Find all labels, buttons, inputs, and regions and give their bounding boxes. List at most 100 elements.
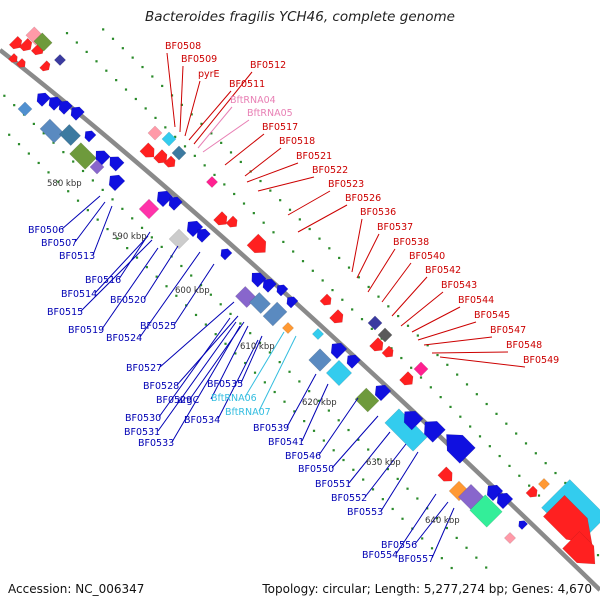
- gene-feature[interactable]: [384, 408, 428, 452]
- gene-label-forward[interactable]: BF0544: [458, 295, 494, 306]
- gene-label-forward[interactable]: BftRNA05: [247, 108, 293, 119]
- gene-label-forward[interactable]: BF0538: [393, 237, 429, 248]
- gene-feature[interactable]: [369, 337, 387, 355]
- gene-feature[interactable]: [139, 142, 158, 161]
- gene-feature[interactable]: [329, 309, 347, 327]
- gene-label-forward[interactable]: pyrE: [198, 69, 220, 80]
- gene-feature[interactable]: [33, 32, 53, 52]
- gene-feature[interactable]: [503, 531, 517, 545]
- gene-label-reverse[interactable]: BF0530: [125, 413, 161, 424]
- gene-label-forward[interactable]: BF0536: [360, 207, 396, 218]
- gene-label-forward[interactable]: BF0517: [262, 122, 298, 133]
- gene-label-reverse[interactable]: BF0525: [140, 321, 176, 332]
- gene-feature[interactable]: [367, 315, 383, 331]
- gene-feature[interactable]: [284, 294, 299, 309]
- gene-label-forward[interactable]: BF0508: [165, 41, 201, 52]
- gene-feature[interactable]: [92, 147, 111, 166]
- gene-feature[interactable]: [419, 416, 446, 443]
- gene-label-reverse[interactable]: BF0554: [362, 550, 398, 561]
- gene-feature[interactable]: [89, 159, 105, 175]
- gene-label-forward[interactable]: BF0522: [312, 165, 348, 176]
- gene-feature[interactable]: [225, 215, 240, 230]
- gene-feature[interactable]: [194, 226, 211, 243]
- gene-label-reverse[interactable]: BF0531: [124, 427, 160, 438]
- gene-feature[interactable]: [246, 233, 271, 258]
- gene-feature[interactable]: [15, 57, 27, 69]
- gene-feature[interactable]: [82, 128, 97, 143]
- gene-feature[interactable]: [138, 198, 160, 220]
- gene-feature[interactable]: [153, 149, 171, 167]
- gene-label-forward[interactable]: BF0542: [425, 265, 461, 276]
- gene-feature[interactable]: [147, 125, 163, 141]
- gene-feature[interactable]: [469, 494, 503, 528]
- gene-feature[interactable]: [281, 321, 295, 335]
- gene-label-reverse[interactable]: BF0515: [47, 307, 83, 318]
- gene-feature[interactable]: [377, 327, 393, 343]
- gene-feature[interactable]: [8, 35, 25, 52]
- gene-feature[interactable]: [439, 427, 476, 464]
- gene-label-forward[interactable]: BftRNA04: [230, 95, 276, 106]
- gene-label-forward[interactable]: BF0512: [250, 60, 286, 71]
- gene-feature[interactable]: [53, 53, 67, 67]
- gene-label-reverse[interactable]: BftRNA06: [211, 393, 257, 404]
- gene-feature[interactable]: [59, 124, 81, 146]
- gene-label-reverse[interactable]: BF0519: [68, 325, 104, 336]
- gene-feature[interactable]: [262, 301, 288, 327]
- gene-feature[interactable]: [516, 518, 529, 531]
- gene-label-reverse[interactable]: BF0534: [184, 415, 220, 426]
- gene-feature[interactable]: [525, 485, 540, 500]
- gene-label-forward[interactable]: BF0523: [328, 179, 364, 190]
- gene-feature[interactable]: [371, 381, 392, 402]
- gene-label-reverse[interactable]: BF0528: [143, 381, 179, 392]
- gene-label-reverse[interactable]: BF0527: [126, 363, 162, 374]
- gene-label-reverse[interactable]: BF0529: [156, 395, 192, 406]
- gene-label-reverse[interactable]: BF0546: [285, 451, 321, 462]
- gene-label-reverse[interactable]: BF0553: [347, 507, 383, 518]
- gene-feature[interactable]: [69, 142, 97, 170]
- gene-feature[interactable]: [493, 489, 514, 510]
- gene-label-reverse[interactable]: BF0551: [315, 479, 351, 490]
- gene-feature[interactable]: [311, 327, 325, 341]
- gene-label-forward[interactable]: BF0526: [345, 193, 381, 204]
- gene-feature[interactable]: [399, 371, 417, 389]
- gene-label-forward[interactable]: BF0548: [506, 340, 542, 351]
- gene-feature[interactable]: [105, 171, 126, 192]
- gene-feature[interactable]: [308, 348, 332, 372]
- gene-feature[interactable]: [381, 345, 396, 360]
- gene-feature[interactable]: [39, 60, 53, 74]
- gene-feature[interactable]: [260, 276, 277, 293]
- gene-label-reverse[interactable]: BF0557: [398, 554, 434, 565]
- gene-feature[interactable]: [153, 187, 174, 208]
- gene-feature[interactable]: [171, 145, 187, 161]
- gene-feature[interactable]: [327, 339, 348, 360]
- gene-feature[interactable]: [205, 175, 219, 189]
- gene-label-reverse[interactable]: BF0514: [61, 289, 97, 300]
- gene-label-reverse[interactable]: BF0539: [253, 423, 289, 434]
- gene-label-forward[interactable]: BF0545: [474, 310, 510, 321]
- gene-label-forward[interactable]: BF0518: [279, 136, 315, 147]
- gene-label-reverse[interactable]: BF0524: [106, 333, 142, 344]
- gene-feature[interactable]: [562, 531, 600, 572]
- gene-label-reverse[interactable]: BF0541: [268, 437, 304, 448]
- gene-feature[interactable]: [39, 118, 65, 144]
- gene-feature[interactable]: [413, 361, 429, 377]
- gene-label-reverse[interactable]: BF0516: [85, 275, 121, 286]
- gene-label-forward[interactable]: BF0521: [296, 151, 332, 162]
- gene-feature[interactable]: [166, 194, 183, 211]
- gene-label-forward[interactable]: BF0549: [523, 355, 559, 366]
- gene-feature[interactable]: [249, 292, 271, 314]
- gene-feature[interactable]: [344, 352, 361, 369]
- gene-label-reverse[interactable]: BF0552: [331, 493, 367, 504]
- gene-label-forward[interactable]: BF0537: [377, 222, 413, 233]
- gene-feature[interactable]: [218, 246, 233, 261]
- gene-feature[interactable]: [168, 228, 190, 250]
- gene-label-reverse[interactable]: BF0550: [298, 464, 334, 475]
- gene-feature[interactable]: [68, 104, 85, 121]
- gene-feature[interactable]: [56, 98, 73, 115]
- gene-label-reverse[interactable]: BF0535: [207, 379, 243, 390]
- gene-feature[interactable]: [248, 269, 267, 288]
- gene-feature[interactable]: [274, 282, 289, 297]
- gene-feature[interactable]: [319, 293, 334, 308]
- gene-feature[interactable]: [17, 101, 33, 117]
- gene-label-reverse[interactable]: BF0533: [138, 438, 174, 449]
